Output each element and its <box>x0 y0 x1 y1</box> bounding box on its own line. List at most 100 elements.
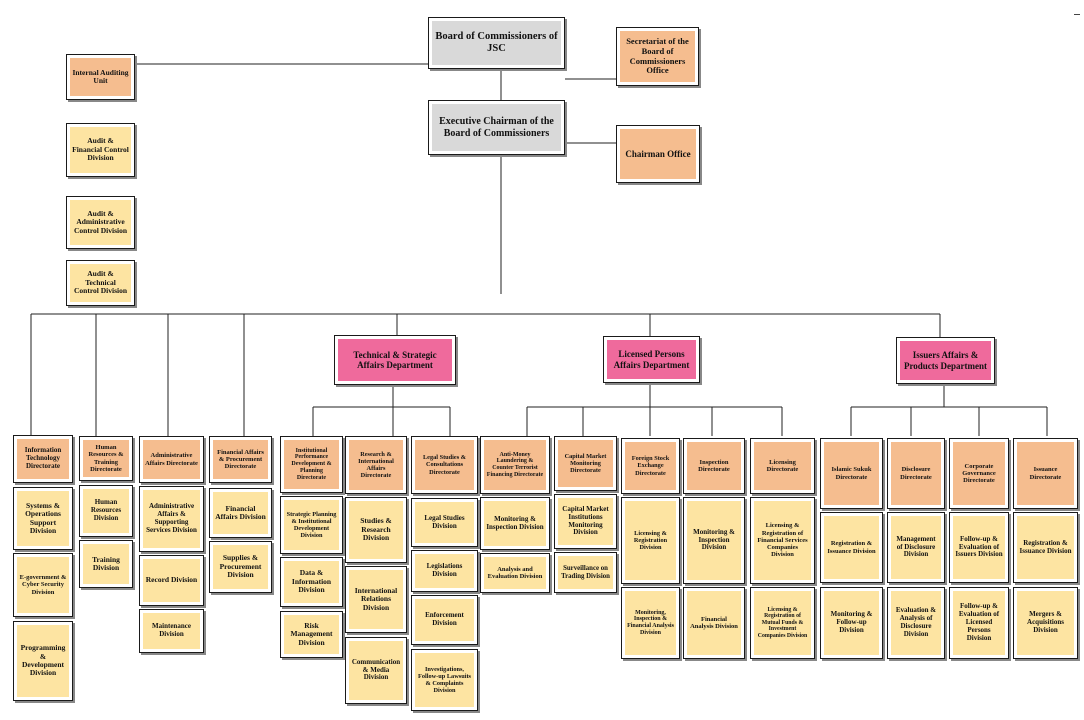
gov-licensed-label: Follow-up & Evaluation of Licensed Perso… <box>953 591 1005 655</box>
lic-financial-label: Licensing & Registration of Financial Se… <box>754 501 811 580</box>
strategic-planning-box: Strategic Planning & Institutional Devel… <box>280 496 343 554</box>
board-label: Board of Commissioners of JSC <box>432 21 561 65</box>
supplies-box: Supplies & Procurement Division <box>209 541 272 593</box>
admin-directorate-box: Administrative Affairs Directorate <box>139 436 204 483</box>
issuance-box: Issuance Directorate <box>1013 438 1078 509</box>
aml-monitoring-box: Monitoring & Inspection Division <box>480 497 550 550</box>
programming-box: Programming & Development Division <box>13 621 73 701</box>
issuance-label: Issuance Directorate <box>1017 442 1074 505</box>
aml-monitoring-label: Monitoring & Inspection Division <box>484 501 546 546</box>
egov-box: E-government & Cyber Security Division <box>13 553 73 617</box>
programming-label: Programming & Development Division <box>17 625 69 697</box>
studies-box: Studies & Research Division <box>345 497 407 563</box>
disc-mgmt-box: Management of Disclosure Division <box>887 512 945 583</box>
cm-monitoring-label: Capital Market Monitoring Directorate <box>558 440 613 487</box>
fx-label: Foreign Stock Exchange Directorate <box>625 442 676 490</box>
insp-monitoring-label: Monitoring & Inspection Division <box>687 501 741 580</box>
licensing-dir-box: Licensing Directorate <box>750 438 815 494</box>
sukuk-mon-label: Monitoring & Follow-up Division <box>824 591 879 655</box>
fx-licensing-box: Licensing & Registration Division <box>621 497 680 584</box>
mergers-label: Mergers & Acquisitions Division <box>1017 591 1074 655</box>
fin-analysis-label: Financial Analysis Division <box>687 591 741 655</box>
fx-box: Foreign Stock Exchange Directorate <box>621 438 680 494</box>
sukuk-reg-box: Registration & Issuance Division <box>820 512 883 583</box>
cm-institutions-label: Capital Market Institutions Monitoring D… <box>558 498 613 545</box>
mergers-box: Mergers & Acquisitions Division <box>1013 587 1078 659</box>
board-box: Board of Commissioners of JSC <box>428 17 565 69</box>
hr-directorate-label: Human Resources & Training Directorate <box>83 440 129 477</box>
disclosure-label: Disclosure Directorate <box>891 442 941 505</box>
maintenance-label: Maintenance Division <box>143 613 200 649</box>
research-dir-box: Research & International Affairs Directo… <box>345 436 407 494</box>
licensing-dir-label: Licensing Directorate <box>754 442 811 490</box>
inspection-dir-label: Inspection Directorate <box>687 442 741 490</box>
record-label: Record Division <box>143 559 200 602</box>
systems-ops-label: Systems & Operations Support Division <box>17 491 69 546</box>
iss-reg-box: Registration & Issuance Division <box>1013 512 1078 583</box>
risk-box: Risk Management Division <box>280 611 343 658</box>
chairman-office-label: Chairman Office <box>620 129 696 179</box>
audit-financial-box: Audit & Financial Control Division <box>66 123 135 177</box>
training-box: Training Division <box>79 540 133 588</box>
data-info-label: Data & Information Division <box>284 561 339 603</box>
fin-directorate-label: Financial Affairs & Procurement Director… <box>213 440 268 479</box>
disc-eval-box: Evaluation & Analysis of Disclosure Divi… <box>887 587 945 659</box>
fx-monitoring-box: Monitoring, Inspection & Financial Analy… <box>621 587 680 659</box>
sukuk-reg-label: Registration & Issuance Division <box>824 516 879 579</box>
internal-audit-box: Internal Auditing Unit <box>66 54 135 100</box>
audit-admin-box: Audit & Administrative Control Division <box>66 196 135 249</box>
it-directorate-label: Information Technology Directorate <box>17 439 69 479</box>
studies-label: Studies & Research Division <box>349 501 403 559</box>
governance-label: Corporate Governance Directorate <box>953 442 1005 505</box>
issuers-dept-label: Issuers Affairs & Products Department <box>900 341 991 380</box>
aml-label: Anti-Money Laundering & Counter Terroris… <box>484 440 546 490</box>
executive-label: Executive Chairman of the Board of Commi… <box>432 104 561 151</box>
investigations-box: Investigations, Follow-up Lawsuits & Com… <box>411 649 478 711</box>
iss-reg-label: Registration & Issuance Division <box>1017 516 1074 579</box>
tech-dept-label: Technical & Strategic Affairs Department <box>338 339 452 381</box>
fin-analysis-box: Financial Analysis Division <box>683 587 745 659</box>
audit-financial-label: Audit & Financial Control Division <box>70 127 131 173</box>
gov-issuers-box: Follow-up & Evaluation of Issuers Divisi… <box>949 512 1009 583</box>
chairman-office-box: Chairman Office <box>616 125 700 183</box>
governance-box: Corporate Governance Directorate <box>949 438 1009 509</box>
data-info-box: Data & Information Division <box>280 557 343 607</box>
record-box: Record Division <box>139 555 204 606</box>
secretariat-box: Secretariat of the Board of Commissioner… <box>616 27 699 86</box>
inst-perf-label: Institutional Performance Development & … <box>284 440 339 489</box>
gov-licensed-box: Follow-up & Evaluation of Licensed Perso… <box>949 587 1009 659</box>
fin-directorate-box: Financial Affairs & Procurement Director… <box>209 436 272 483</box>
egov-label: E-government & Cyber Security Division <box>17 557 69 613</box>
admin-directorate-label: Administrative Affairs Directorate <box>143 440 200 479</box>
lic-mutual-box: Licensing & Registration of Mutual Funds… <box>750 587 815 659</box>
legislations-box: Legislations Division <box>411 550 478 592</box>
legal-studies-box: Legal Studies Division <box>411 498 478 547</box>
tech-dept-box: Technical & Strategic Affairs Department <box>334 335 456 385</box>
enforcement-box: Enforcement Division <box>411 595 478 645</box>
aml-analysis-box: Analysis and Evaluation Division <box>480 553 550 593</box>
legal-studies-label: Legal Studies Division <box>415 502 474 543</box>
hr-division-box: Human Resources Division <box>79 485 133 537</box>
legal-dir-box: Legal Studies & Consultations Directorat… <box>411 436 478 494</box>
fin-affairs-label: Financial Affairs Division <box>213 492 268 534</box>
cm-institutions-box: Capital Market Institutions Monitoring D… <box>554 494 617 549</box>
licensed-dept-box: Licensed Persons Affairs Department <box>603 336 700 383</box>
disc-mgmt-label: Management of Disclosure Division <box>891 516 941 579</box>
hr-directorate-box: Human Resources & Training Directorate <box>79 436 133 481</box>
intl-rel-label: International Relations Division <box>349 570 403 629</box>
maintenance-box: Maintenance Division <box>139 609 204 653</box>
corner-mark <box>1074 14 1080 15</box>
secretariat-label: Secretariat of the Board of Commissioner… <box>620 31 695 82</box>
sukuk-mon-box: Monitoring & Follow-up Division <box>820 587 883 659</box>
fx-licensing-label: Licensing & Registration Division <box>625 501 676 580</box>
systems-ops-box: Systems & Operations Support Division <box>13 487 73 550</box>
inst-perf-box: Institutional Performance Development & … <box>280 436 343 493</box>
investigations-label: Investigations, Follow-up Lawsuits & Com… <box>415 653 474 707</box>
admin-support-box: Administrative Affairs & Supporting Serv… <box>139 486 204 552</box>
fin-affairs-box: Financial Affairs Division <box>209 488 272 538</box>
audit-technical-label: Audit & Technical Control Division <box>70 264 131 302</box>
inspection-dir-box: Inspection Directorate <box>683 438 745 494</box>
audit-technical-box: Audit & Technical Control Division <box>66 260 135 306</box>
cm-monitoring-box: Capital Market Monitoring Directorate <box>554 436 617 491</box>
executive-box: Executive Chairman of the Board of Commi… <box>428 100 565 155</box>
